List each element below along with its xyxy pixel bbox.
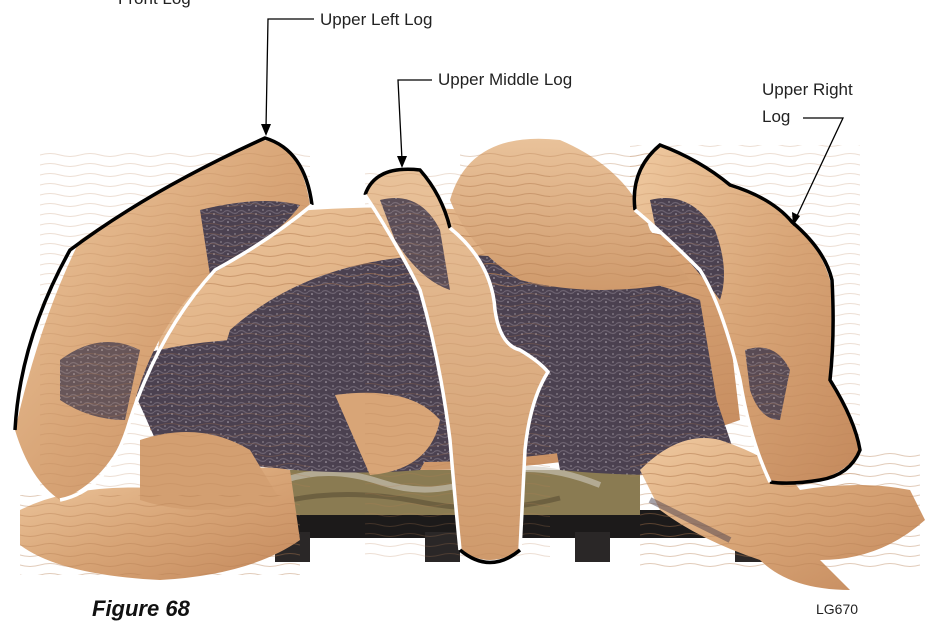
- front-log-label: Front Log: [118, 0, 191, 10]
- upper-middle-log-label: Upper Middle Log: [438, 69, 572, 91]
- upper-middle-log: [365, 169, 550, 562]
- upper-left-log-arrowhead: [261, 124, 271, 136]
- upper-left-log-label: Upper Left Log: [320, 9, 432, 31]
- upper-right-log-label-line1: Upper Right: [762, 79, 853, 101]
- upper-right-log-label-line2: Log: [762, 106, 790, 128]
- upper-middle-log-leader: [398, 80, 432, 160]
- upper-middle-log-arrowhead: [397, 156, 407, 168]
- upper-right-log: [630, 145, 860, 485]
- upper-left-log-leader: [266, 19, 314, 128]
- figure-caption: Figure 68: [92, 596, 190, 622]
- upper-left-log: [15, 138, 312, 500]
- drawing-code: LG670: [816, 598, 858, 620]
